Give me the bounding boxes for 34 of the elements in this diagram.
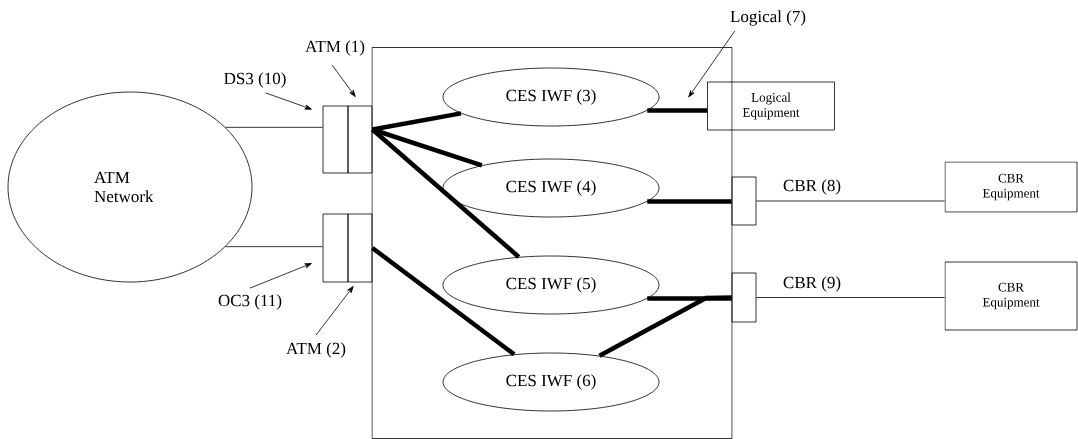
- leader-line: [331, 64, 356, 97]
- leader-line: [688, 30, 736, 98]
- link-line: [647, 296, 732, 301]
- port-label: ATM (2): [286, 342, 346, 358]
- connection-line: [756, 297, 945, 298]
- port-box: [322, 105, 349, 174]
- edge-label: CBR (8): [783, 179, 841, 195]
- link-line: [371, 127, 483, 168]
- port-box: [731, 176, 757, 226]
- link-line: [371, 246, 516, 357]
- connection-label: Logical (7): [730, 10, 806, 26]
- system-box: [371, 47, 733, 439]
- port-box: [347, 105, 373, 174]
- edge-label: CBR (9): [783, 276, 841, 292]
- link-line: [370, 127, 521, 259]
- link-line: [647, 199, 732, 204]
- connection-line: [225, 126, 323, 128]
- leader-line: [265, 92, 312, 110]
- connection-line: [756, 200, 945, 202]
- port-label: ATM (1): [305, 40, 365, 56]
- link-line: [372, 111, 462, 132]
- port-label: DS3 (10): [224, 72, 286, 88]
- equipment-box: CBR Equipment: [944, 261, 1078, 331]
- equipment-box: CBR Equipment: [944, 161, 1078, 213]
- leader-line: [315, 286, 354, 336]
- link-line: [647, 108, 708, 113]
- link-line: [598, 295, 732, 358]
- leader-line: [249, 263, 312, 289]
- equipment-box: Logical Equipment: [707, 81, 835, 131]
- port-label: OC3 (11): [218, 294, 282, 310]
- port-box: [322, 213, 349, 283]
- port-box: [347, 213, 373, 283]
- port-box: [731, 272, 757, 323]
- connection-line: [225, 246, 323, 248]
